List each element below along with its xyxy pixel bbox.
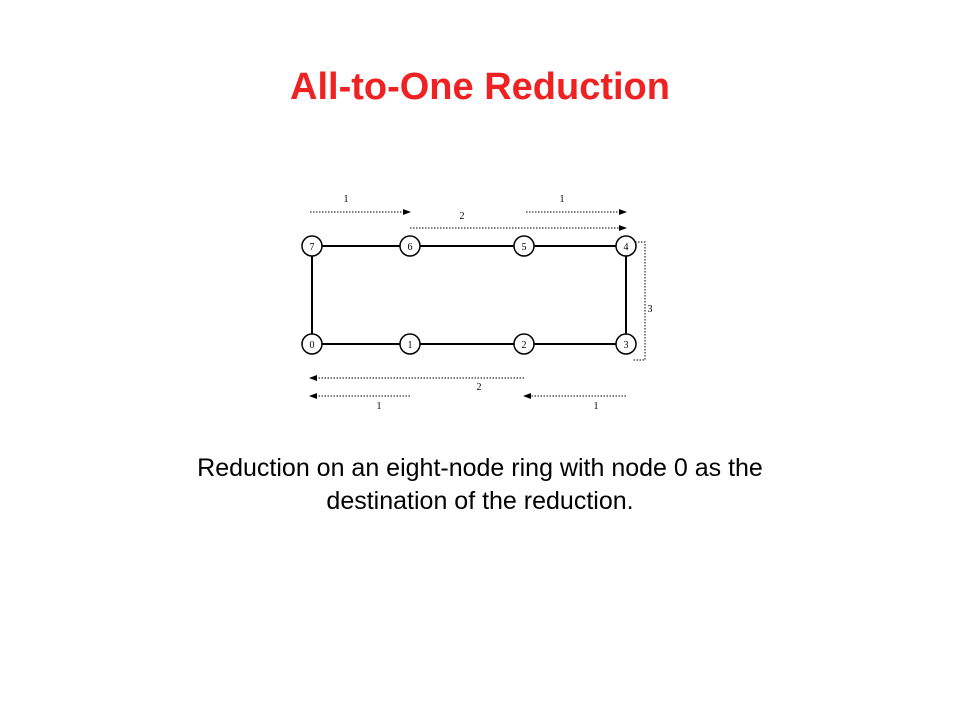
step-label-1-0: 1	[377, 401, 382, 412]
node-0: 0	[301, 333, 323, 355]
node-6: 6	[399, 235, 421, 257]
slide-caption: Reduction on an eight-node ring with nod…	[110, 452, 850, 518]
node-label: 2	[522, 340, 527, 351]
step-label-5-4: 1	[560, 194, 565, 205]
step-label-4-3: 3	[648, 304, 653, 315]
slide-title: All-to-One Reduction	[290, 66, 670, 108]
step-label-6-4: 2	[460, 211, 465, 222]
ring-nodes: 7 6 5 4 0 1 2 3	[301, 235, 637, 355]
step-label-7-6: 1	[344, 194, 349, 205]
node-label: 1	[408, 340, 413, 351]
node-label: 6	[408, 242, 413, 253]
node-5: 5	[513, 235, 535, 257]
step-label-3-2: 1	[594, 401, 599, 412]
node-label: 0	[310, 340, 315, 351]
ring-edges	[311, 245, 627, 345]
node-label: 3	[624, 340, 629, 351]
node-label: 7	[310, 242, 315, 253]
node-4: 4	[615, 235, 637, 257]
caption-line-1: Reduction on an eight-node ring with nod…	[197, 454, 763, 482]
node-label: 4	[624, 242, 629, 253]
node-1: 1	[399, 333, 421, 355]
step-label-2-0: 2	[477, 382, 482, 393]
node-3: 3	[615, 333, 637, 355]
caption-line-2: destination of the reduction.	[326, 487, 634, 515]
node-7: 7	[301, 235, 323, 257]
step-labels: 1 1 2 3 2 1 1	[344, 194, 653, 412]
arrow-4-to-3	[632, 241, 646, 361]
node-label: 5	[522, 242, 527, 253]
message-arrows	[309, 209, 646, 399]
node-2: 2	[513, 333, 535, 355]
